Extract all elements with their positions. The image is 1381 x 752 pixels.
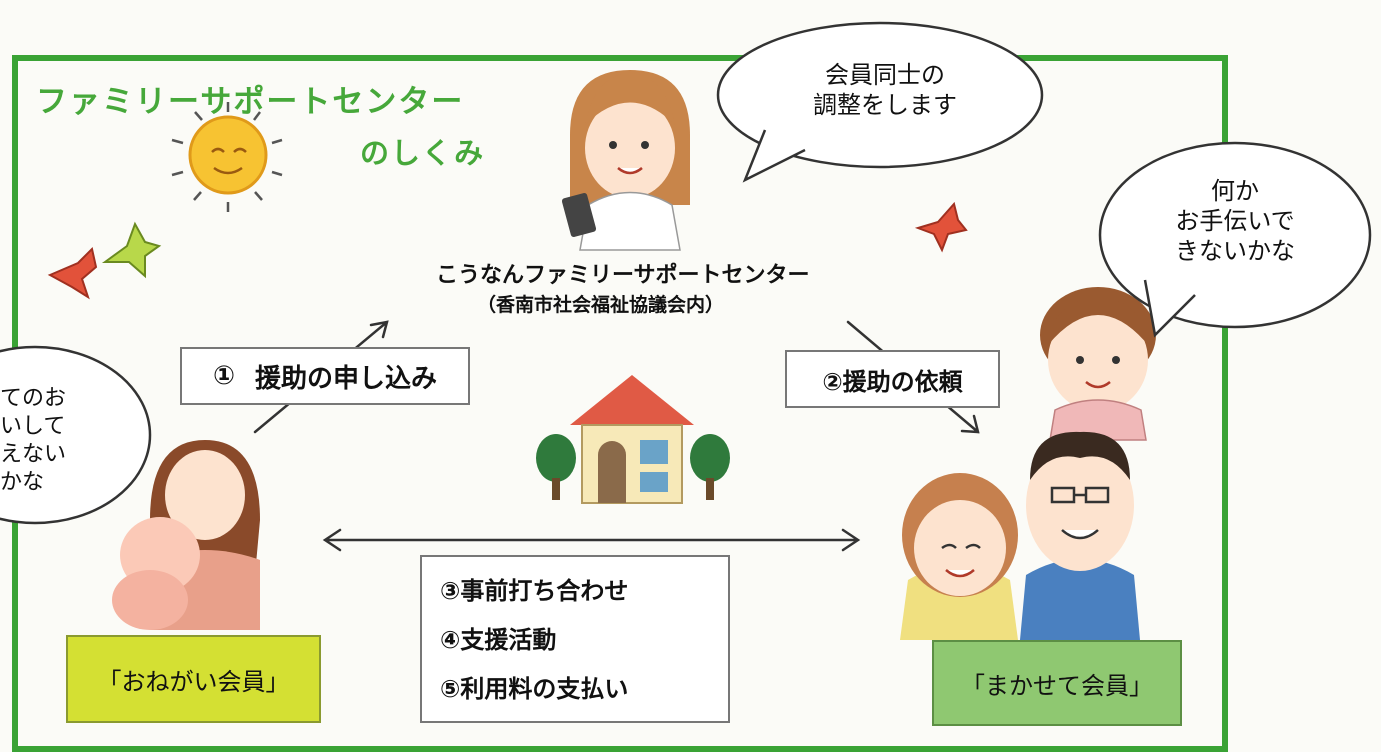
bubble-right-line: お手伝いで: [1175, 207, 1295, 235]
speech-bubble-right: [1098, 141, 1372, 338]
young-woman-illustration: [1040, 287, 1156, 441]
diagram-title-suffix: のしくみ: [360, 136, 486, 170]
step-item: ④支援活動: [440, 626, 557, 654]
onegai-member-box: 「おねがい会員」: [66, 635, 321, 723]
bubble-right-line: 何か: [1211, 177, 1259, 205]
two-way-arrow: [322, 528, 861, 552]
speech-bubble-top: [716, 21, 1044, 183]
bird-icon: [101, 221, 162, 279]
onegai-member-label: 「おねがい会員」: [97, 667, 290, 696]
request-step-box: ① 援助の申し込み: [180, 347, 470, 405]
bubble-left-line: かな: [0, 470, 45, 495]
request-step-label: 援助の申し込み: [255, 363, 438, 394]
bubble-left-line: いして: [0, 414, 66, 439]
ask-step-box: ②援助の依頼: [785, 350, 1000, 408]
bubble-left-line: てのお: [0, 386, 67, 411]
speech-bubble-left: [0, 345, 152, 525]
tree-icon: [536, 434, 576, 500]
step-item: ③事前打ち合わせ: [440, 577, 629, 605]
bubble-top-line: 調整をします: [813, 91, 957, 119]
diagram-title: ファミリーサポートセンター: [36, 84, 465, 120]
sun-icon: [171, 102, 283, 212]
bubble-right-text: 何か お手伝いで きないかな: [1140, 176, 1330, 266]
steps-box: ③事前打ち合わせ ④支援活動 ⑤利用料の支払い: [420, 555, 730, 723]
elderly-couple-illustration: [900, 431, 1140, 640]
step-item: ⑤利用料の支払い: [440, 675, 629, 703]
bubble-left-text: てのお いして えない かな: [0, 385, 100, 497]
coordinator-illustration: [561, 70, 690, 251]
request-step-number: ①: [212, 361, 235, 391]
house-icon: [570, 375, 694, 504]
bird-icon: [914, 201, 968, 253]
mother-baby-illustration: [112, 440, 260, 630]
bubble-left-line: えない: [0, 442, 67, 467]
makasete-member-label: 「まかせて会員」: [961, 671, 1153, 700]
ask-step-label: ②援助の依頼: [822, 367, 963, 396]
makasete-member-box: 「まかせて会員」: [932, 640, 1182, 726]
bubble-right-line: きないかな: [1175, 237, 1295, 265]
tree-icon: [690, 434, 730, 500]
bird-icon: [47, 247, 98, 300]
bubble-top-text: 会員同士の 調整をします: [780, 60, 990, 120]
center-affiliation: （香南市社会福祉協議会内）: [477, 294, 725, 316]
bubble-top-line: 会員同士の: [825, 61, 945, 89]
center-name: こうなんファミリーサポートセンター: [436, 263, 810, 288]
